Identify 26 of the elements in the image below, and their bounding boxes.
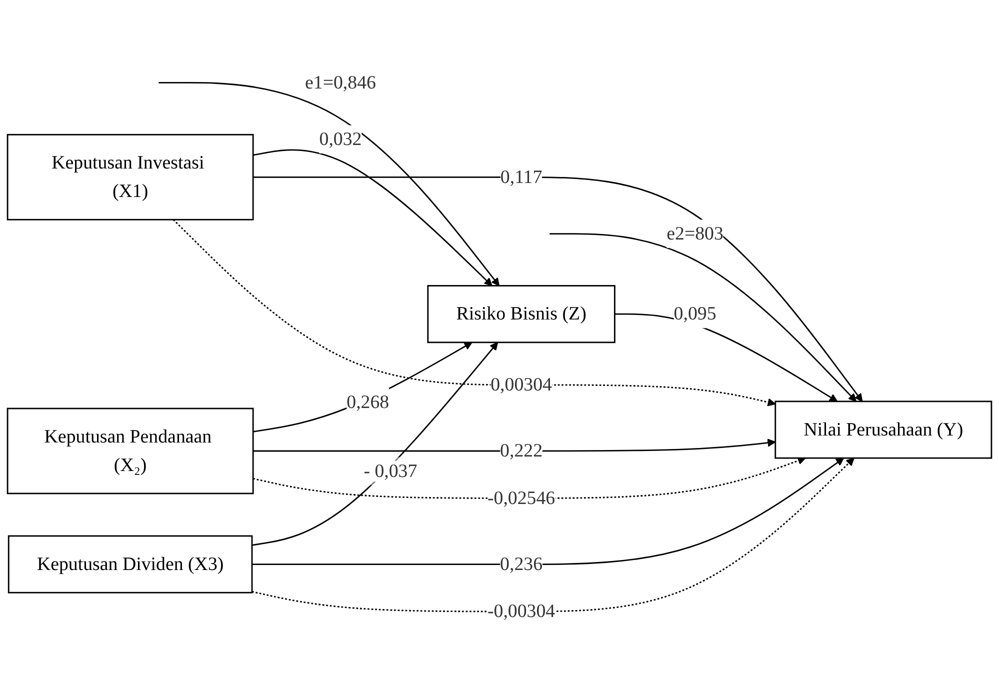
- edge-label: 0,00304: [490, 374, 552, 396]
- edge-label: 0,117: [500, 167, 542, 188]
- edge-label: 0,032: [319, 129, 362, 150]
- node-box: Nilai Perusahaan (Y): [774, 401, 992, 460]
- edge-label: - 0,037: [364, 461, 418, 482]
- node-box: Risiko Bisnis (Z): [427, 285, 616, 344]
- arrow: [252, 458, 844, 566]
- edge-label: e1=0,846: [305, 72, 376, 94]
- arrow: [158, 82, 500, 286]
- node-box: Keputusan Pendanaan (X₂): [6, 408, 254, 495]
- edge-label: 0,268: [346, 392, 390, 413]
- node-box: Keputusan Dividen (X3): [8, 536, 253, 594]
- arrow: [252, 458, 854, 613]
- edge-label: e2=803: [666, 224, 724, 245]
- edge-label: 0,095: [674, 304, 716, 325]
- arrow: [172, 220, 776, 407]
- arrow: [252, 150, 492, 286]
- edge-label: -0,00304: [487, 602, 556, 622]
- arrow: [252, 457, 806, 500]
- edge-label: -0,02546: [487, 488, 556, 509]
- node-box: Keputusan Investasi (X1): [6, 134, 254, 221]
- edge-label: 0,222: [500, 440, 543, 462]
- arrow: [252, 342, 498, 546]
- arrow: [252, 342, 472, 433]
- edge-label: 0,236: [500, 554, 543, 576]
- arrow: [253, 439, 776, 452]
